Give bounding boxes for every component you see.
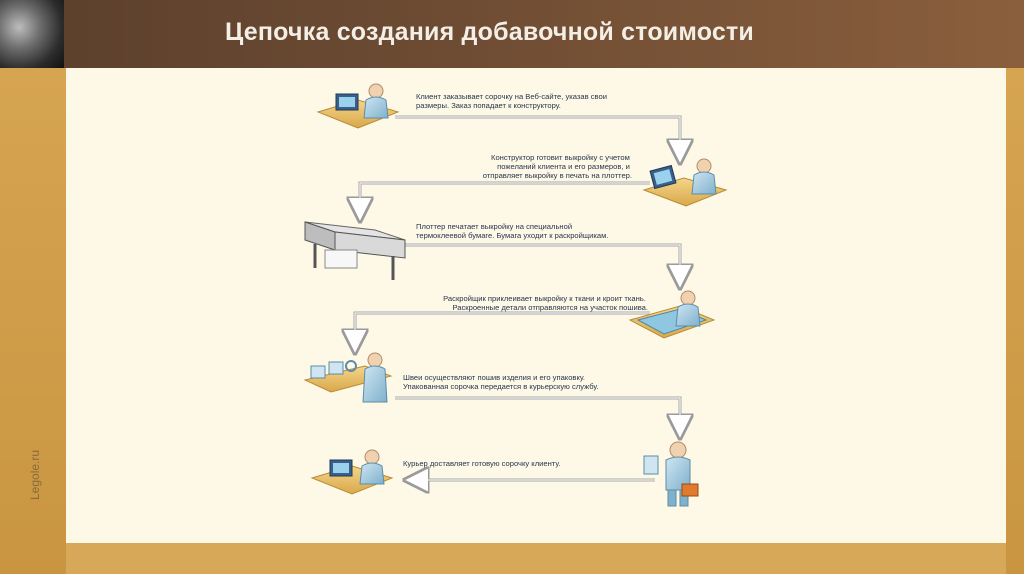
right-band <box>1006 68 1024 574</box>
step-3-text: Плоттер печатает выкройку на специальной… <box>416 222 608 240</box>
step-2-text: Конструктор готовит выкройку с учетом по… <box>483 153 632 180</box>
step-4-text: Раскройщик приклеивает выкройку к ткани … <box>443 294 648 312</box>
step-1-text: Клиент заказывает сорочку на Веб-сайте, … <box>416 92 609 110</box>
cutter-table-icon <box>628 290 716 339</box>
courier-icon <box>643 441 699 507</box>
step-6-text: Курьер доставляет готовую сорочку клиент… <box>403 459 561 468</box>
designer-desk-icon <box>642 158 728 207</box>
plotter-icon <box>304 221 406 280</box>
diagram-panel <box>66 68 1006 543</box>
client-computer-icon <box>310 449 394 495</box>
title-bar: Цепочка создания добавочной стоимости <box>0 0 1024 68</box>
corner-photo <box>0 0 64 68</box>
client-computer-icon <box>316 83 400 129</box>
arrow-step5-to-step6 <box>395 396 680 438</box>
step-5-text: Швеи осуществляют пошив изделия и его уп… <box>403 373 599 391</box>
sewing-line-icon <box>303 352 393 403</box>
arrow-step2-to-step3 <box>360 181 650 221</box>
arrow-step4-to-step5 <box>355 311 650 353</box>
left-sidebar <box>0 68 66 574</box>
arrow-step3-to-step4 <box>400 243 680 288</box>
bottom-band <box>66 543 1006 574</box>
page-title: Цепочка создания добавочной стоимости <box>225 18 754 46</box>
